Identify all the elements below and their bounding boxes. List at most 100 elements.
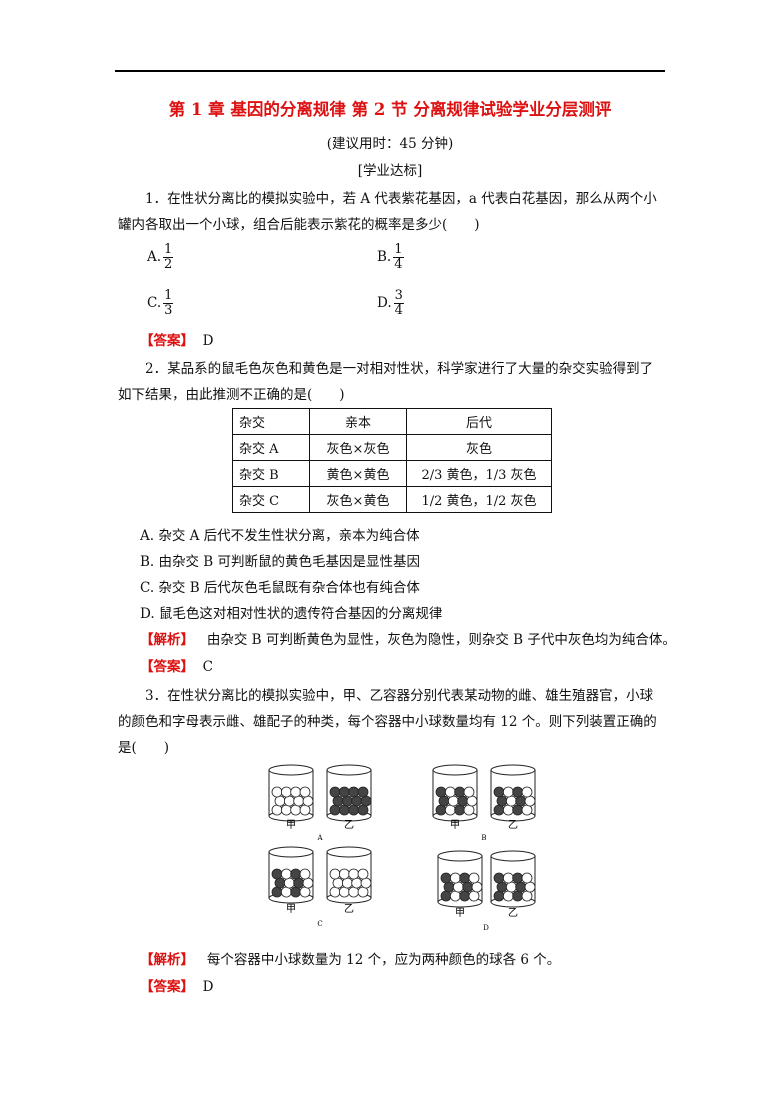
jar-a-jia-rim — [268, 764, 314, 776]
q2-option-b: B. 由杂交 B 可判断鼠的黄色毛基因是显性基因 — [140, 554, 421, 570]
table-cell: 2/3 黄色，1/3 灰色 — [406, 460, 552, 487]
ball — [521, 786, 533, 798]
ball — [459, 872, 471, 884]
ball — [274, 877, 286, 889]
q2-text-line1: 2．某品系的鼠毛色灰色和黄色是一对相对性状，科学家进行了大量的杂交实验得到了 — [145, 361, 654, 377]
ball — [466, 795, 478, 807]
q1-text-line2: 罐内各取出一个小球，组合后能表示紫花的概率是多少( ) — [118, 217, 480, 233]
ball — [435, 786, 447, 798]
figure-label-yi: 乙 — [508, 819, 518, 831]
ball — [496, 795, 508, 807]
q3-text-line1: 3．在性状分离比的模拟实验中，甲、乙容器分别代表某动物的雌、雄生殖器官，小球 — [145, 688, 654, 704]
ball — [329, 786, 341, 798]
ball — [502, 872, 514, 884]
figure-label-jia: 甲 — [286, 904, 296, 915]
ball — [524, 795, 536, 807]
ball — [280, 786, 292, 798]
q2-option-c: C. 杂交 B 后代灰色毛鼠既有杂合体也有纯合体 — [140, 580, 420, 596]
ball — [360, 877, 372, 889]
jar-d-yi-rim — [490, 850, 536, 862]
ball — [271, 868, 283, 880]
ball — [351, 877, 363, 889]
ball — [454, 786, 466, 798]
table-cell: 黄色×黄色 — [309, 460, 407, 487]
ball — [515, 795, 527, 807]
ball — [338, 804, 350, 816]
ball — [493, 804, 505, 816]
figure-label-yi: 乙 — [508, 907, 518, 919]
figure-panel-label-a: A — [316, 834, 323, 842]
ball — [357, 804, 369, 816]
ball — [302, 877, 314, 889]
ball — [444, 786, 456, 798]
table-row: 杂交 C 灰色×黄色 1/2 黄色，1/2 灰色 — [232, 486, 552, 513]
ball — [449, 872, 461, 884]
ball — [299, 868, 311, 880]
ball — [280, 804, 292, 816]
ball — [332, 877, 344, 889]
ball — [271, 786, 283, 798]
ball — [463, 786, 475, 798]
table-row: 杂交 A 灰色×灰色 灰色 — [232, 434, 552, 461]
ball — [338, 868, 350, 880]
ball — [280, 868, 292, 880]
ball — [283, 877, 295, 889]
ball — [338, 886, 350, 898]
ball — [438, 795, 450, 807]
ball — [512, 890, 524, 902]
ball — [521, 804, 533, 816]
ball — [440, 890, 452, 902]
jar-c-jia-rim — [268, 846, 314, 858]
cross-results-table: 杂交 亲本 后代 杂交 A 灰色×灰色 灰色 杂交 B 黄色×黄色 2/3 黄色… — [232, 408, 552, 513]
q2-analysis: 【解析】 由杂交 B 可判断黄色为显性，灰色为隐性，则杂交 B 子代中灰色均为纯… — [140, 632, 676, 648]
q2-option-d: D. 鼠毛色这对相对性状的遗传符合基因的分离规律 — [140, 606, 443, 622]
ball — [290, 886, 302, 898]
ball — [357, 786, 369, 798]
ball — [293, 795, 305, 807]
ball — [290, 804, 302, 816]
ball — [521, 872, 533, 884]
ball — [468, 872, 480, 884]
ball — [348, 868, 360, 880]
table-header-row: 杂交 亲本 后代 — [232, 408, 552, 435]
table-header-cell: 杂交 — [232, 408, 310, 435]
ball — [502, 804, 514, 816]
jar-c-yi-rim — [326, 846, 372, 858]
figure-label-jia: 甲 — [286, 820, 296, 831]
figure-label-yi: 乙 — [344, 819, 354, 831]
q3-text-line3: 是( ) — [118, 740, 170, 756]
ball — [290, 868, 302, 880]
ball — [505, 881, 517, 893]
table-cell: 杂交 C — [232, 486, 310, 513]
ball — [341, 795, 353, 807]
ball — [302, 795, 314, 807]
ball — [493, 872, 505, 884]
ball — [280, 886, 292, 898]
ball — [341, 877, 353, 889]
ball — [454, 804, 466, 816]
table-cell: 灰色×黄色 — [309, 486, 407, 513]
ball — [512, 804, 524, 816]
figure-panel-label-c: C — [317, 920, 322, 928]
jar-d-jia-rim — [437, 850, 483, 862]
ball — [357, 868, 369, 880]
ball — [271, 804, 283, 816]
ball — [351, 795, 363, 807]
ball — [290, 786, 302, 798]
time-note: (建议用时：45 分钟) — [326, 136, 454, 152]
table-cell: 灰色×灰色 — [309, 434, 407, 461]
ball — [502, 890, 514, 902]
ball — [463, 804, 475, 816]
ball — [521, 890, 533, 902]
figure-panel-label-b: B — [481, 834, 486, 842]
figure-label-yi: 乙 — [344, 903, 354, 915]
ball — [502, 786, 514, 798]
ball — [443, 881, 455, 893]
ball — [348, 886, 360, 898]
table-header-cell: 后代 — [406, 408, 552, 435]
ball — [493, 890, 505, 902]
ball — [332, 795, 344, 807]
ball — [274, 795, 286, 807]
ball — [435, 804, 447, 816]
